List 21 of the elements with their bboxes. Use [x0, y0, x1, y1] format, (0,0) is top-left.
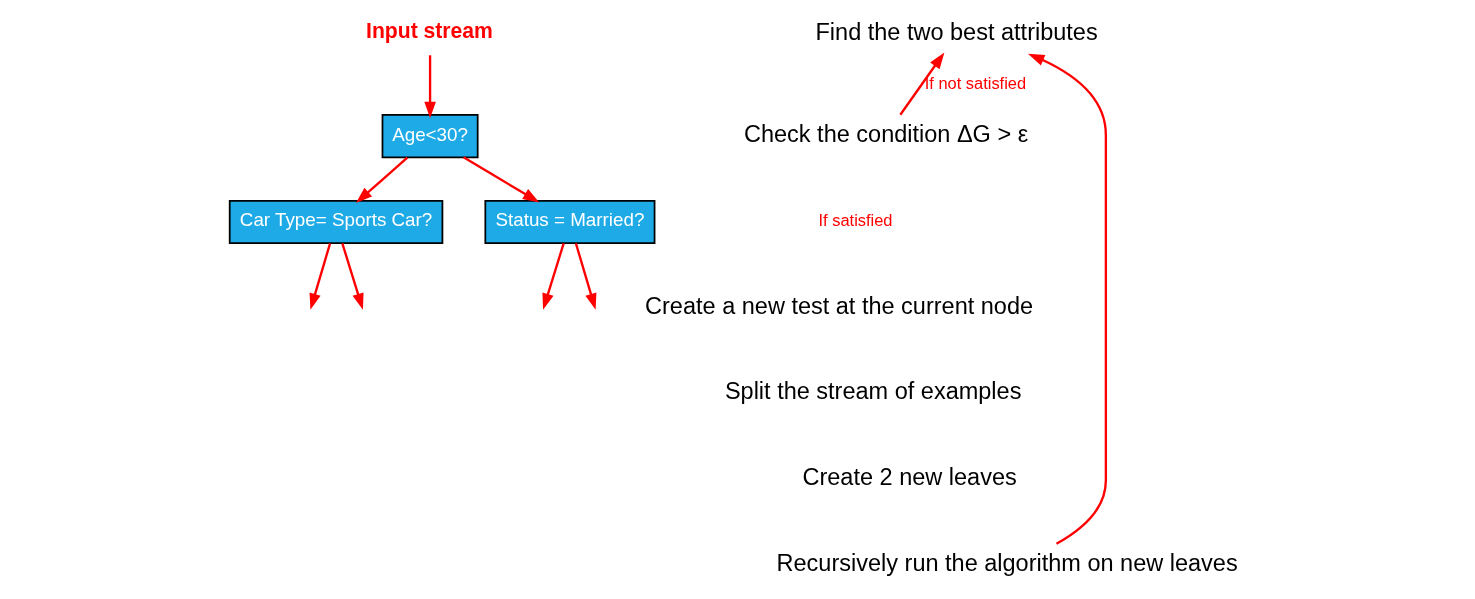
node-box: Car Type= Sports Car? [228, 199, 443, 244]
node-box: Age<30? [381, 114, 479, 159]
label: Create a new test at the current node [644, 292, 1033, 319]
arrow [462, 156, 539, 203]
edge-label: If not satisfied [924, 74, 1026, 93]
arrow [574, 242, 596, 310]
label: Split the stream of examples [724, 378, 1021, 405]
arrow [340, 242, 364, 310]
arrow [898, 52, 944, 116]
arrow [423, 55, 436, 119]
arrow [1027, 53, 1107, 545]
node-text: Input stream [365, 18, 493, 42]
label: If satisfied [818, 211, 893, 230]
node-box: Status = Married? [483, 199, 655, 244]
node-text: Find the two best attributes [815, 18, 1098, 45]
node-text: Check the condition ΔG > ε [743, 121, 1028, 148]
node-text: Recursively run the algorithm on new leaves [776, 549, 1238, 576]
arrow [309, 242, 331, 310]
label: Create 2 new leaves [801, 464, 1017, 491]
arrow [355, 156, 408, 204]
arrow [541, 242, 565, 310]
